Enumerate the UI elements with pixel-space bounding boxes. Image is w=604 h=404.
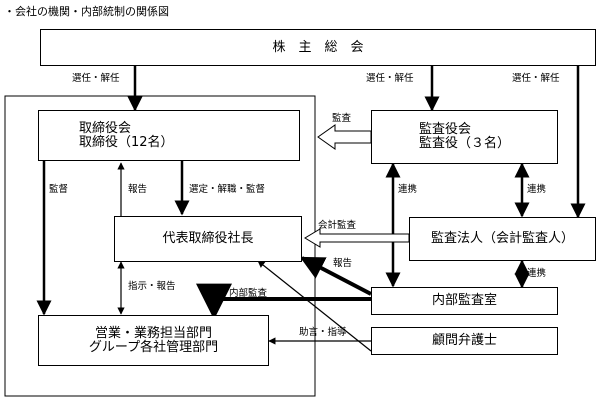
arrow-accounting-audit-hollow [304,228,410,248]
arrow-advice-president [257,260,372,352]
label-elect-board: 選任・解任 [72,73,120,84]
label-appoint-dismiss-supervise: 選定・解職・監督 [189,184,266,195]
auditors-box: 監査役会 監査役（３名） [371,110,558,164]
arrow-internal-audit [196,283,371,320]
shareholders-meeting-box: 株 主 総 会 [40,29,596,66]
auditors-label: 監査役会 監査役（３名） [418,122,510,151]
internal-audit-label: 内部監査室 [431,293,497,308]
company-boundary [4,95,316,397]
arrow-audit-hollow [317,124,372,150]
legal-advisor-label: 顧問弁護士 [431,333,497,348]
shareholders-meeting-label: 株 主 総 会 [272,39,364,55]
board-of-directors-label: 取締役会 取締役（12名） [79,120,174,150]
label-supervise: 監督 [49,184,69,195]
board-of-directors-box: 取締役会 取締役（12名） [38,110,300,161]
operations-label: 営業・業務担当部門 グループ各社管理部門 [88,325,219,355]
label-accounting-audit: 会計監査 [318,220,357,231]
diagram-title: ・会社の機関・内部統制の関係図 [4,5,169,18]
internal-audit-box: 内部監査室 [371,287,558,315]
legal-advisor-box: 顧問弁護士 [371,327,558,355]
operations-box: 営業・業務担当部門 グループ各社管理部門 [38,315,269,366]
label-audit: 監査 [332,113,352,124]
label-report-internal: 報告 [333,258,353,269]
label-elect-auditors: 選任・解任 [366,73,414,84]
label-instruct-report: 指示・報告 [128,281,176,292]
label-report-board: 報告 [128,184,148,195]
label-coop-firm-internal: 連携 [527,268,547,279]
president-label: 代表取締役社長 [162,231,254,246]
label-internal-audit: 内部監査 [229,288,268,299]
label-elect-audit-firm: 選任・解任 [512,73,560,84]
label-coop-auditors-internal: 連携 [398,184,418,195]
arrow-report-internal [299,256,372,296]
label-advice-guidance: 助言・指導 [299,327,347,338]
president-box: 代表取締役社長 [114,216,302,262]
audit-firm-box: 監査法人（会計監査人） [409,217,596,261]
audit-firm-label: 監査法人（会計監査人） [430,231,574,246]
label-coop-auditors-firm: 連携 [527,184,547,195]
